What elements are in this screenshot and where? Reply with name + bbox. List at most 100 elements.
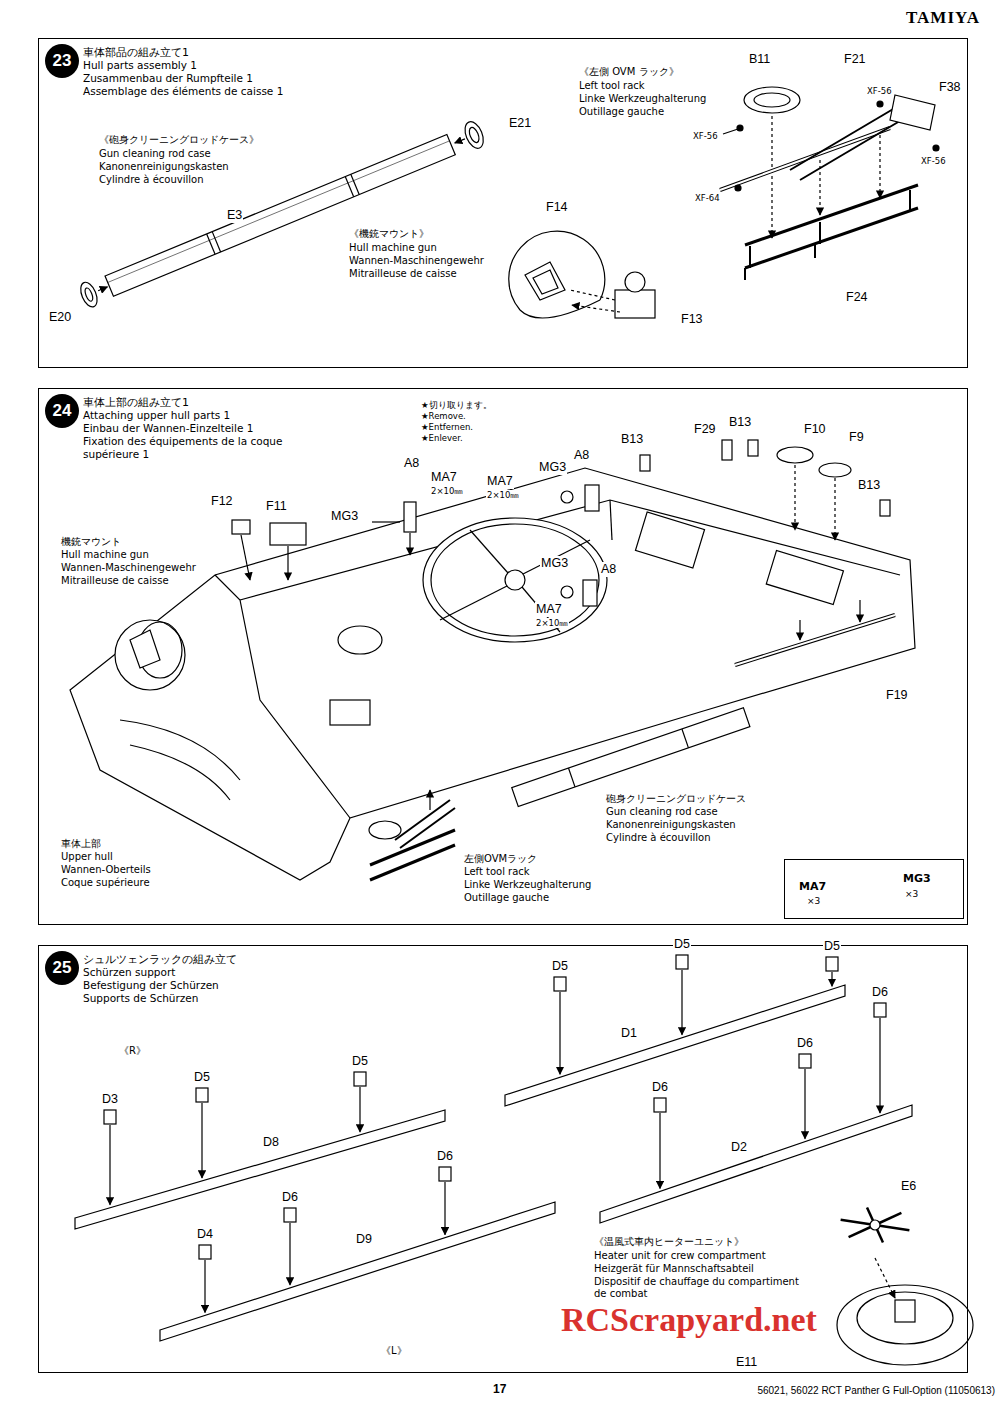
part-number: E6 [900, 1179, 917, 1194]
step-panel: 車体上部の組み立て1Attaching upper hull parts 1Ei… [38, 388, 968, 925]
tool-rack-drawing [720, 87, 939, 280]
caption-text: Heizgerät für Mannschaftsabteil [593, 1263, 755, 1275]
drawing-stroke [199, 1245, 211, 1259]
parts-inset: MA7×3MG3×3 [784, 859, 964, 919]
caption-text: Kanonenreinigungskasten [98, 161, 230, 173]
schurzen-rails [75, 955, 912, 1341]
part-number: D4 [196, 1227, 214, 1242]
step-panel: シュルツェンラックの組み立てSchürzen supportBefestigun… [38, 945, 968, 1373]
caption-text: Cylindre à écouvillon [98, 174, 205, 186]
drawing-stroke [819, 463, 851, 477]
part-number: D2 [730, 1140, 748, 1155]
drawing-stroke [879, 1018, 880, 1113]
part-number: A8 [403, 456, 420, 471]
drawing-stroke [777, 447, 813, 463]
drawing-stroke [369, 821, 401, 839]
drawing-stroke [351, 174, 359, 194]
part-number: D9 [355, 1232, 373, 1247]
part-number: D5 [673, 937, 691, 952]
drawing-stroke [933, 145, 939, 151]
drawing-stroke [790, 105, 900, 170]
part-number: F12 [210, 494, 234, 509]
heading-text: 車体部品の組み立て1 [83, 46, 318, 59]
drawing-stroke [909, 190, 911, 212]
step-panel: 車体部品の組み立て1Hull parts assembly 1Zusammenb… [38, 38, 968, 368]
part-number: D6 [281, 1190, 299, 1205]
part-number: F38 [938, 80, 962, 95]
drawing-stroke [232, 520, 250, 534]
note-text: ★Entfernen. [420, 422, 474, 432]
drawing-stroke [83, 287, 94, 302]
drawing-stroke [600, 1105, 912, 1223]
drawing-stroke [554, 977, 566, 991]
drawing-stroke [287, 546, 288, 580]
drawing-stroke [461, 119, 486, 151]
drawing-stroke [201, 1103, 202, 1178]
drawing-stroke [440, 586, 507, 620]
note-text: ★切り取ります。 [420, 400, 493, 410]
drawing-stroke [561, 586, 573, 598]
drawing-stroke [841, 1207, 910, 1242]
part-number: A8 [600, 562, 617, 577]
drawing-stroke [676, 955, 688, 969]
caption-text: Left tool rack [463, 866, 531, 878]
drawing-stroke [799, 620, 800, 640]
drawing-stroke [370, 845, 455, 880]
part-number: MA7 [430, 470, 458, 485]
drawing-stroke [744, 268, 746, 280]
part-number: F13 [680, 312, 704, 327]
note-text: ★Enlever. [420, 433, 464, 443]
note-text: 2×10㎜ [430, 486, 464, 496]
part-number: MG3 [330, 509, 359, 524]
caption-text: Left tool rack [578, 80, 646, 92]
heading-text: Einbau der Wannen-Einzelteile 1 [83, 422, 318, 435]
drawing-stroke [748, 440, 758, 456]
heading-text: 車体上部の組み立て1 [83, 396, 318, 409]
part-number: D6 [796, 1036, 814, 1051]
note-text: 2×10㎜ [486, 490, 520, 500]
part-count: MA7 [799, 880, 826, 893]
part-number: D5 [551, 959, 569, 974]
step-number-badge: 23 [45, 44, 79, 78]
drawing-stroke [895, 1300, 915, 1322]
part-number: D5 [193, 1070, 211, 1085]
tool-rack-drawing [369, 790, 455, 880]
drawing-stroke [635, 512, 704, 568]
drawing-stroke [720, 128, 890, 190]
caption-text: Hull machine gun [348, 242, 438, 254]
drawing-stroke [120, 720, 240, 780]
part-number: D6 [871, 985, 889, 1000]
drawing-stroke [682, 729, 689, 748]
drawing-stroke [857, 1292, 953, 1344]
drawing-stroke [794, 465, 795, 530]
drawing-stroke [831, 972, 832, 986]
caption-text: Wannen-Maschinengewehr [60, 562, 197, 574]
part-number: F29 [693, 422, 717, 437]
drawing-stroke [204, 1260, 205, 1312]
heading-text: Hull parts assembly 1 [83, 59, 318, 72]
heater-drawing [837, 1207, 973, 1365]
drawing-stroke [130, 745, 230, 800]
drawing-stroke [877, 101, 883, 107]
part-count: MG3 [903, 872, 931, 885]
part-number: B13 [857, 478, 881, 493]
drawing-stroke [859, 600, 860, 622]
drawing-stroke [212, 232, 220, 252]
step-heading: 車体上部の組み立て1Attaching upper hull parts 1Ei… [83, 396, 318, 461]
brand-name: TAMIYA [905, 8, 981, 28]
drawing-stroke [572, 305, 620, 312]
part-number: D3 [101, 1092, 119, 1107]
heading-text: Schürzen support [83, 966, 318, 979]
note-text: ★Remove. [420, 411, 467, 421]
drawing-stroke [455, 139, 465, 143]
drawing-stroke [804, 1069, 805, 1139]
caption-text: 《L》 [380, 1345, 408, 1357]
caption-text: Mitrailleuse de caisse [348, 268, 458, 280]
heading-text: Zusammenbau der Rumpfteile 1 [83, 72, 318, 85]
part-number: MG3 [538, 460, 567, 475]
drawing-stroke [77, 280, 100, 309]
drawing-stroke [819, 222, 821, 244]
part-number: MA7 [535, 602, 563, 617]
